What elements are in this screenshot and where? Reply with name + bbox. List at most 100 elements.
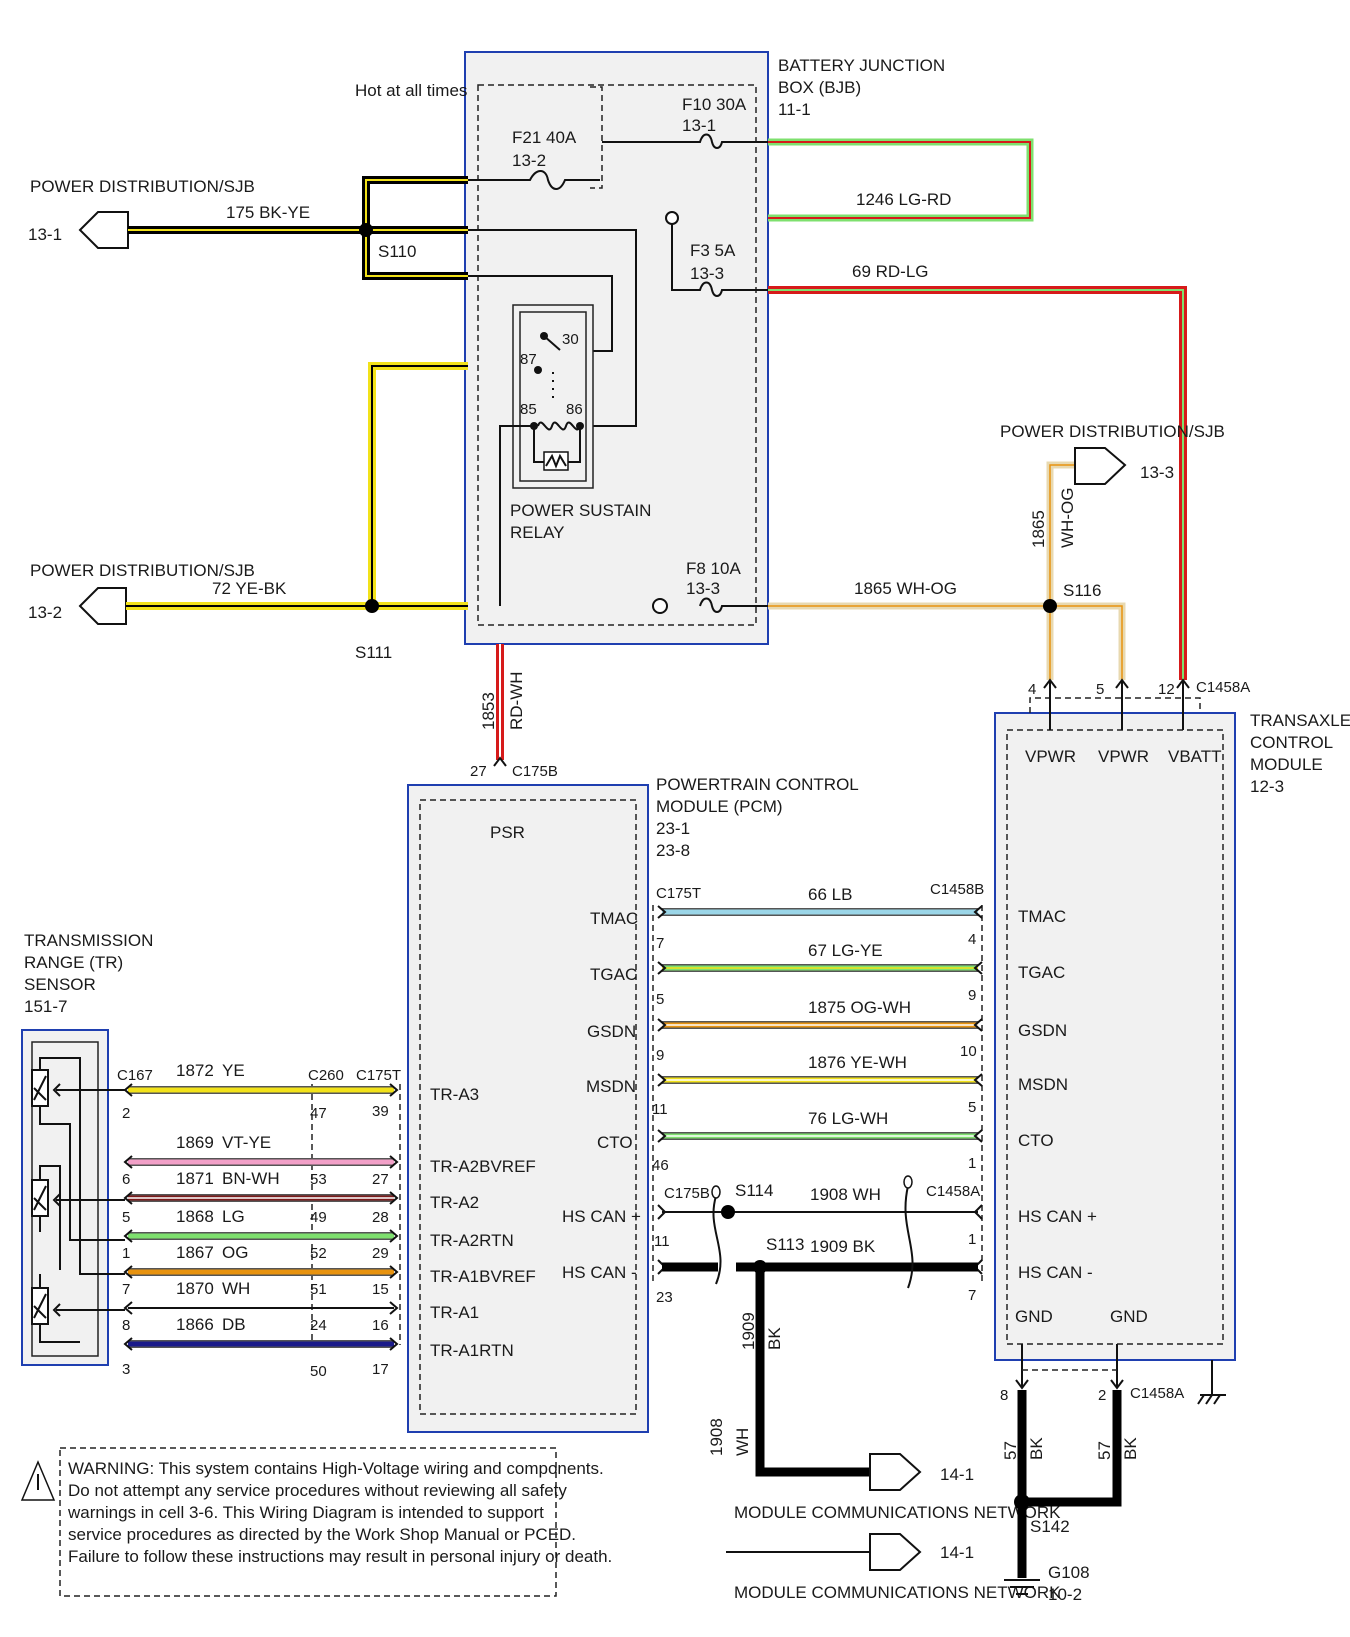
power-distribution-13-2: POWER DISTRIBUTION/SJB 13-2 72 YE-BK S11… <box>28 362 468 662</box>
tcm-c1458a: C1458A <box>1196 679 1250 696</box>
tr-pin-c: 28 <box>372 1209 389 1226</box>
tr-pin-c: 29 <box>372 1245 389 1262</box>
wire-1853-num: 1853 <box>479 692 498 730</box>
pcm-pin-tgac: TGAC <box>590 965 637 984</box>
wire-1909-vert-color: BK <box>765 1327 784 1350</box>
pcm-pin-27: 27 <box>470 763 487 780</box>
tcm-vpwr-1: VPWR <box>1025 747 1076 766</box>
tcm-pin-5: 5 <box>1096 681 1104 698</box>
pcm-pin-tmac: TMAC <box>590 909 638 928</box>
fuse-f3 <box>671 224 768 297</box>
warning-line-5: Failure to follow these instructions may… <box>68 1547 612 1566</box>
pcm-pin-gsdn: GSDN <box>587 1022 636 1041</box>
wire-76-label: 76 LG-WH <box>808 1109 888 1128</box>
tr-pin-b: 47 <box>310 1105 327 1122</box>
wire-72-label: 72 YE-BK <box>212 579 287 598</box>
tr-pin-a: 7 <box>122 1281 130 1298</box>
relay-pin-87: 87 <box>520 351 537 368</box>
mcn2-ref: 14-1 <box>940 1543 974 1562</box>
pd2-connector <box>78 587 127 625</box>
tr-wire-1868: 1868 LG 5 49 28 <box>122 1207 394 1240</box>
relay-pin-85: 85 <box>520 401 537 418</box>
tcm-title-2: CONTROL <box>1250 733 1333 752</box>
fuse-f21-label: F21 40A <box>512 128 577 147</box>
pd1-ref: 13-1 <box>28 225 62 244</box>
splice-s113: S113 <box>766 1235 804 1254</box>
tr-pin-c: 16 <box>372 1317 389 1334</box>
bus-arrows <box>657 905 983 1275</box>
pcm-psr: PSR <box>490 823 525 842</box>
wire-1853-color: RD-WH <box>507 671 526 730</box>
wire-1246-label: 1246 LG-RD <box>856 190 951 209</box>
transaxle-control-module: TRANSAXLE CONTROL MODULE 12-3 VPWR VPWR … <box>994 678 1350 1405</box>
pcm-right-pins: TMAC TGAC GSDN MSDN CTO HS CAN + HS CAN … <box>562 909 641 1282</box>
bus-r-canplus: 1 <box>968 1155 976 1172</box>
wire-1246: 1246 LG-RD <box>768 138 1034 222</box>
tcm-pin-cto: CTO <box>1018 1131 1054 1150</box>
pcm-pin-msdn: MSDN <box>586 1077 636 1096</box>
tr-wire-color: DB <box>222 1315 246 1334</box>
tr-pin-a: 1 <box>122 1245 130 1262</box>
tr-pin-c: 39 <box>372 1103 389 1120</box>
fuse-f3-label: F3 5A <box>690 241 736 260</box>
pcm-tr-a1rtn: TR-A1RTN <box>430 1341 514 1360</box>
power-distribution-13-3: POWER DISTRIBUTION/SJB 13-3 <box>1000 422 1225 485</box>
tr-wire-color: VT-YE <box>222 1133 271 1152</box>
ground-g108: G108 <box>1048 1563 1090 1582</box>
tr-arrows <box>123 1083 399 1351</box>
fuse-f8-ref: 13-3 <box>686 579 720 598</box>
wire-1853: 1853 RD-WH 27 C175B <box>470 644 558 780</box>
wire-57b-num: 57 <box>1095 1441 1114 1460</box>
wire-67-label: 67 LG-YE <box>808 941 883 960</box>
tr-title-3: SENSOR <box>24 975 96 994</box>
wire-1908-vert-color: WH <box>733 1428 752 1456</box>
bus-l-cto: 11 <box>652 1101 668 1118</box>
fuse-f10 <box>602 133 768 149</box>
pd3-label: POWER DISTRIBUTION/SJB <box>1000 422 1225 441</box>
mcn2-label: MODULE COMMUNICATIONS NETWORK <box>734 1583 1061 1602</box>
pd3-ref: 13-3 <box>1140 463 1174 482</box>
wire-175-label: 175 BK-YE <box>226 203 310 222</box>
splice-s110: S110 <box>378 242 416 261</box>
tcm-pin-gsdn: GSDN <box>1018 1021 1067 1040</box>
wire-1908-label: 1908 WH <box>810 1185 881 1204</box>
tr-c260: C260 <box>308 1067 344 1084</box>
fuse-f10-label: F10 30A <box>682 95 747 114</box>
tcm-title: TRANSAXLE <box>1250 711 1350 730</box>
wire-1908-vert-num: 1908 <box>707 1418 726 1456</box>
bjb-title-2: BOX (BJB) <box>778 78 861 97</box>
gnd-c1458a: C1458A <box>1130 1385 1184 1402</box>
bjb-title: BATTERY JUNCTION <box>778 56 945 75</box>
warning-line-3: warnings in cell 3-6. This Wiring Diagra… <box>67 1503 544 1522</box>
tr-resistors <box>31 1069 49 1325</box>
powertrain-control-module: POWERTRAIN CONTROL MODULE (PCM) 23-1 23-… <box>407 775 859 1433</box>
splice-s111: S111 <box>355 643 392 662</box>
pcm-tr-a3: TR-A3 <box>430 1085 479 1104</box>
bus-l-gsdn: 5 <box>656 991 664 1008</box>
wire-1876-label: 1876 YE-WH <box>808 1053 907 1072</box>
tr-wire-color: YE <box>222 1061 245 1080</box>
tr-wire-color: WH <box>222 1279 250 1298</box>
splice-s116: S116 <box>1063 581 1101 600</box>
wire-69-label: 69 RD-LG <box>852 262 929 281</box>
mcn1-connector <box>869 1453 922 1491</box>
tr-pin-a: 5 <box>122 1209 130 1226</box>
wire-66-label: 66 LB <box>808 885 852 904</box>
tr-pin-b: 52 <box>310 1245 327 1262</box>
wire-1909-label: 1909 BK <box>810 1237 876 1256</box>
tr-bottom-b: 50 <box>310 1363 327 1380</box>
tr-c175t: C175T <box>356 1067 401 1084</box>
pd1-label: POWER DISTRIBUTION/SJB <box>30 177 255 196</box>
pcm-ref-1: 23-1 <box>656 819 690 838</box>
tr-sensor: TRANSMISSION RANGE (TR) SENSOR 151-7 C16… <box>21 931 401 1380</box>
tr-pin-b: 53 <box>310 1171 327 1188</box>
tr-wire-num: 1870 <box>176 1279 214 1298</box>
tr-wire-1867: 1867 OG 1 52 29 <box>122 1243 394 1276</box>
pcm-tcm-bus: C175T C1458B 66 LB 67 LG-YE 1875 OG-WH 1… <box>652 881 984 1306</box>
pcm-ref-2: 23-8 <box>656 841 690 860</box>
bus-l-tgac: 7 <box>656 935 664 952</box>
tr-wire-1871: 1871 BN-WH 6 53 27 <box>122 1169 394 1202</box>
warning-line-4: service procedures as directed by the Wo… <box>68 1525 576 1544</box>
hot-at-all-times: Hot at all times <box>355 81 467 100</box>
